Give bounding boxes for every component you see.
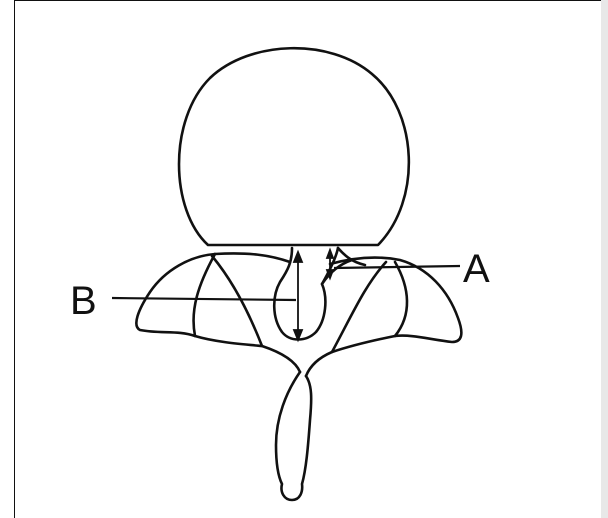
measurement-b-arrow-top (294, 252, 302, 262)
left-lamina-fold-1 (194, 254, 215, 336)
left-lamina-fold-2 (212, 256, 262, 346)
recess-inner-curve (322, 260, 352, 284)
label-b: B (70, 279, 97, 323)
label-a-leader (334, 266, 460, 268)
lateral-recess (338, 248, 365, 265)
measurement-a-arrow-top (327, 250, 333, 258)
vertebral-body (179, 48, 409, 245)
label-a: A (463, 247, 490, 291)
right-lamina-fold-1 (395, 262, 407, 336)
spinous-process (276, 372, 311, 500)
spinal-canal (274, 248, 338, 340)
label-b-leader (112, 298, 296, 300)
